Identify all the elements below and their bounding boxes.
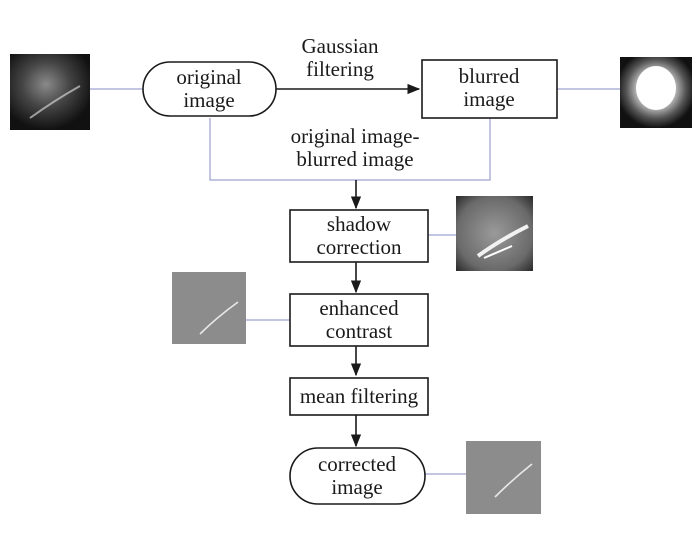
label-image-difference: original image-blurred image (291, 124, 420, 171)
gray-corrected-thumbnail (466, 441, 541, 514)
bright-blob-thumbnail (620, 57, 692, 128)
node-mean-filtering: mean filtering (289, 377, 429, 416)
dark-blurry-thumbnail (10, 54, 90, 130)
shadow-corrected-thumbnail (456, 196, 533, 271)
gray-contrast-thumbnail (172, 272, 246, 344)
svg-text:mean filtering: mean filtering (300, 384, 419, 408)
difference-bracket (209, 118, 491, 181)
